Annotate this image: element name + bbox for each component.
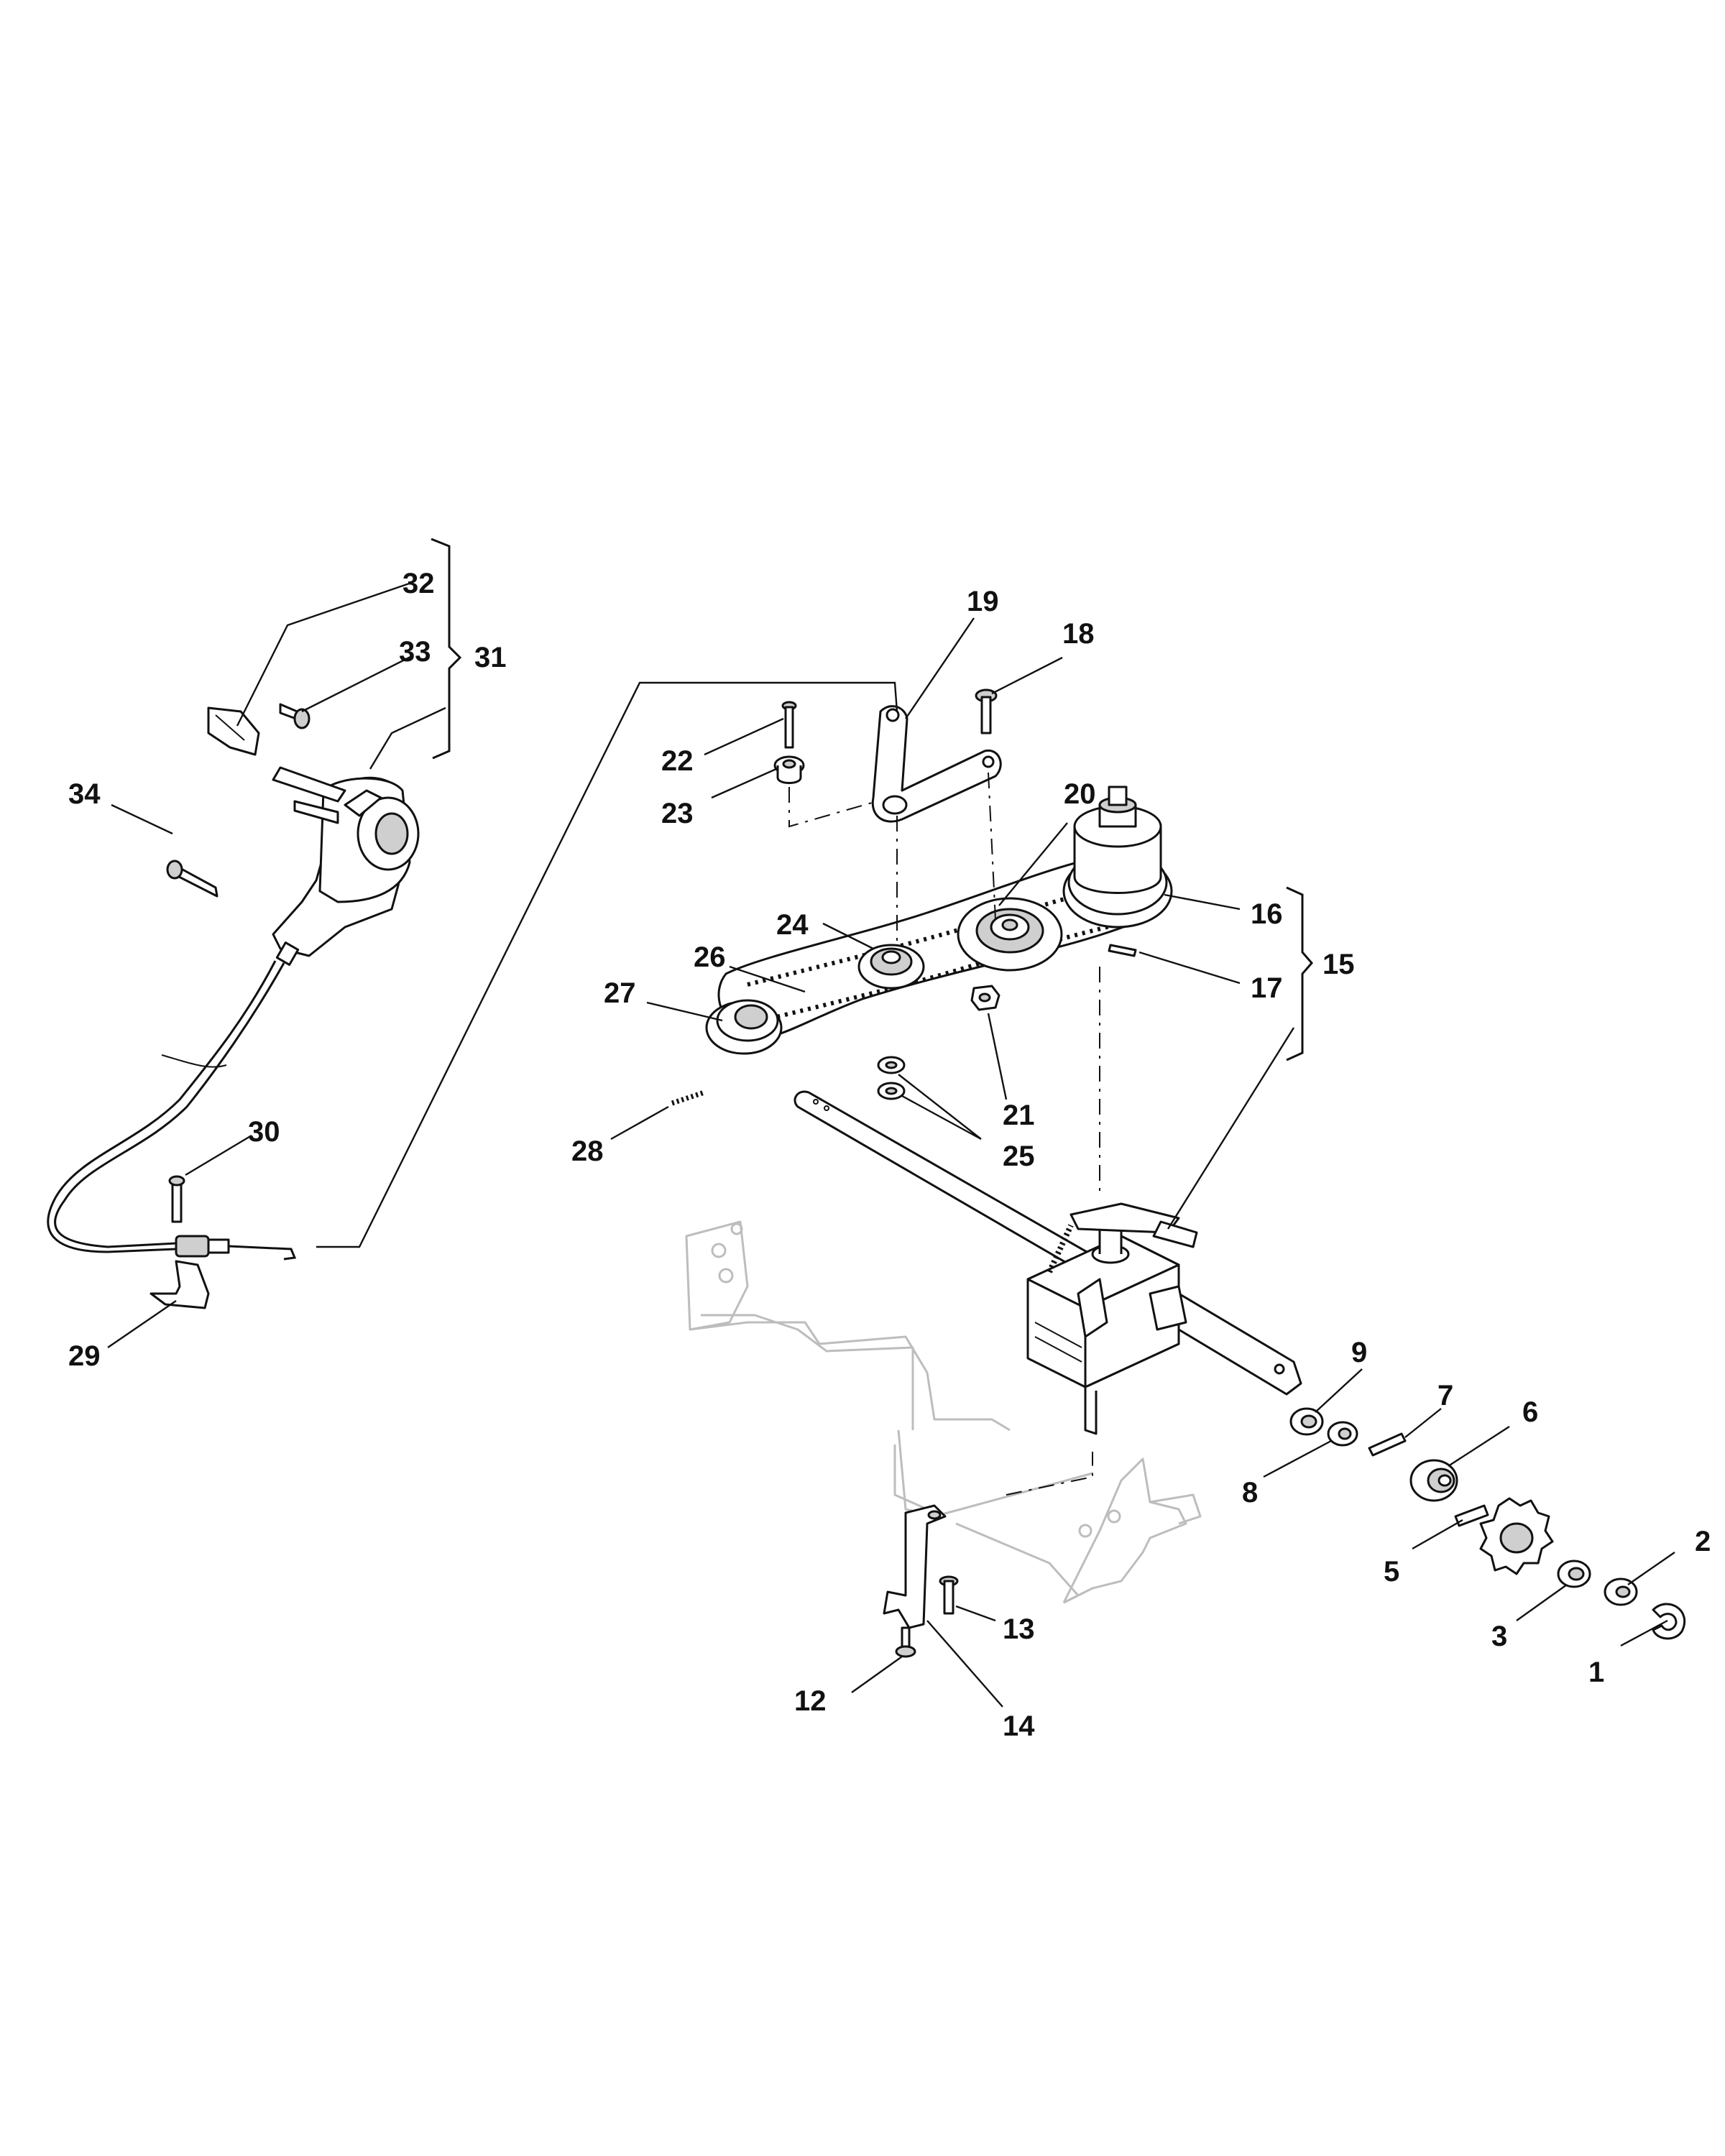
screw-part-33 (279, 703, 310, 729)
washer-part-2 (1604, 1577, 1638, 1606)
callout-15: 15 (1322, 949, 1355, 980)
washer-part-8 (1327, 1421, 1358, 1447)
drive-gear (1479, 1497, 1554, 1575)
drive-cable (47, 960, 297, 1261)
bracket-part-14 (883, 1504, 947, 1629)
callout-30: 30 (248, 1116, 280, 1148)
ghost-chassis-frame (685, 1220, 1202, 1604)
callout-labels: 32 33 31 34 30 29 19 18 22 23 20 16 15 1… (68, 568, 1711, 1742)
leader-lines (107, 581, 1675, 1708)
callout-25: 25 (1003, 1141, 1035, 1172)
group-bracket-31 (431, 538, 462, 760)
alignment-lines (788, 772, 1100, 1496)
callout-32: 32 (402, 568, 435, 599)
pin-part-7 (1368, 1432, 1407, 1457)
callout-31: 31 (474, 642, 507, 673)
callout-5: 5 (1384, 1556, 1399, 1588)
callout-3: 3 (1491, 1621, 1507, 1652)
cable-bracket-part-29 (150, 1260, 210, 1309)
callout-26: 26 (694, 941, 726, 973)
callout-7: 7 (1438, 1380, 1453, 1411)
spacer-part-23 (773, 755, 805, 784)
callout-6: 6 (1522, 1396, 1538, 1428)
callout-2: 2 (1695, 1526, 1711, 1557)
callout-9: 9 (1351, 1337, 1367, 1368)
gearbox-housing (1026, 1202, 1198, 1435)
callout-16: 16 (1251, 898, 1283, 930)
screw-part-22 (781, 701, 797, 749)
bolt-part-34 (166, 860, 218, 898)
callout-22: 22 (661, 745, 694, 777)
callout-33: 33 (399, 636, 431, 668)
spring-part-28 (671, 1089, 706, 1106)
nut-part-21 (970, 985, 1000, 1011)
callout-1: 1 (1588, 1657, 1604, 1688)
callout-27: 27 (604, 977, 636, 1009)
washer-part-9 (1289, 1407, 1324, 1436)
drive-lever-handle (272, 766, 420, 966)
callout-19: 19 (967, 586, 999, 617)
belt-drive-assembly (705, 786, 1173, 1055)
callout-18: 18 (1062, 618, 1095, 650)
washer-part-3 (1557, 1560, 1591, 1588)
bolt-part-18 (975, 688, 998, 734)
washers-part-25 (877, 1056, 906, 1100)
circlip-part-1 (1652, 1603, 1686, 1640)
callout-23: 23 (661, 798, 694, 829)
callout-14: 14 (1003, 1710, 1035, 1742)
bushing-part-6 (1409, 1459, 1458, 1502)
callout-13: 13 (1003, 1613, 1035, 1645)
lever-clip-part-32 (207, 706, 260, 756)
pulley-arm-part-19 (871, 705, 1002, 823)
callout-28: 28 (571, 1135, 604, 1167)
screw-part-12 (895, 1626, 916, 1658)
screw-part-30 (168, 1175, 185, 1223)
group-bracket-15 (1286, 886, 1313, 1061)
callout-29: 29 (68, 1340, 101, 1372)
callout-34: 34 (68, 778, 101, 810)
callout-8: 8 (1242, 1477, 1258, 1508)
callout-20: 20 (1064, 778, 1096, 810)
callout-17: 17 (1251, 972, 1283, 1004)
callout-12: 12 (794, 1685, 827, 1717)
callout-24: 24 (776, 909, 809, 941)
screw-part-13 (939, 1575, 959, 1615)
callout-21: 21 (1003, 1100, 1035, 1131)
